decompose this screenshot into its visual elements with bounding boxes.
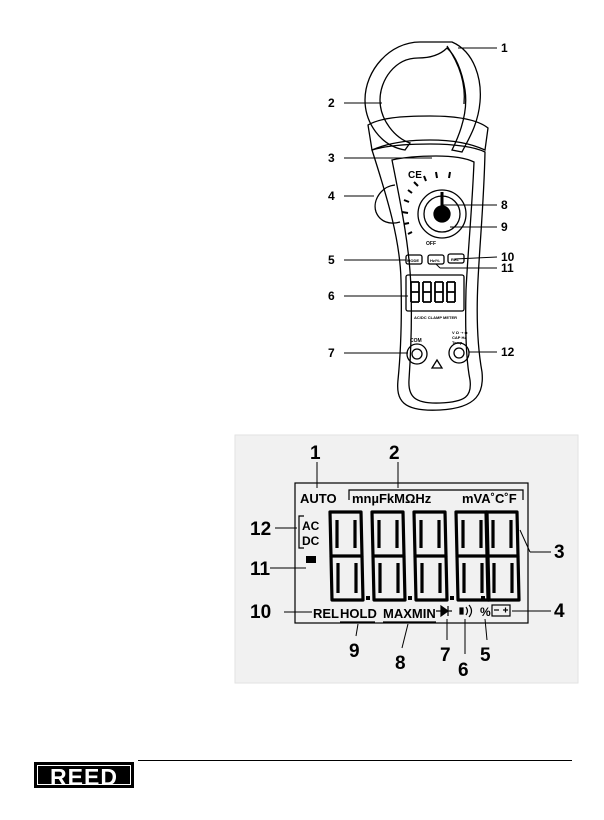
- lcd-rel-label: REL: [313, 606, 339, 621]
- footer-rule: [138, 760, 572, 761]
- clamp-jaw: [365, 42, 480, 152]
- lcd-callout-6: 6: [458, 660, 469, 681]
- hz-button-label: Hz/%: [430, 258, 440, 263]
- lcd-callout-8: 8: [395, 653, 406, 674]
- lcd-callout-9: 9: [349, 641, 360, 662]
- input-jack[interactable]: [449, 343, 469, 363]
- jaw-trigger: [375, 185, 400, 223]
- clamp-callout-1: 1: [501, 41, 508, 55]
- clamp-callout-12: 12: [501, 345, 515, 359]
- clamp-callout-8: 8: [501, 198, 508, 212]
- lcd-callout-2: 2: [389, 443, 400, 464]
- lcd-callout-5: 5: [480, 645, 491, 666]
- clamp-callout-6: 6: [328, 289, 335, 303]
- lcd-dc-label: DC: [302, 534, 320, 548]
- reed-logo: REED: [34, 762, 134, 788]
- model-label: AC/DC CLAMP METER: [414, 315, 457, 320]
- clamp-callout-4: 4: [328, 189, 335, 203]
- lcd-callout-3: 3: [554, 542, 565, 563]
- lcd-diagram: AUTO mnµFkMΩHz mVA˚C˚F AC DC REL HOLD MA…: [235, 435, 578, 683]
- com-label: COM: [410, 338, 422, 344]
- ce-mark: CE: [408, 170, 422, 181]
- clamp-callout-3: 3: [328, 151, 335, 165]
- lcd-percent-label: %: [480, 605, 491, 619]
- clamp-meter-illustration: [344, 42, 497, 410]
- mode-button-label: MODE: [407, 258, 419, 263]
- lcd-units: mVA˚C˚F: [462, 491, 517, 506]
- hold-button-label: HOLD: [434, 213, 445, 218]
- lcd-callout-7: 7: [440, 645, 451, 666]
- clamp-callout-11: 11: [501, 261, 514, 275]
- lcd-callout-4: 4: [554, 601, 565, 622]
- clamp-callout-2: 2: [328, 96, 335, 110]
- lcd-hold-label: HOLD: [340, 606, 377, 621]
- lcd-panel: [235, 435, 578, 683]
- lcd-ac-label: AC: [302, 519, 320, 533]
- lcd-auto-label: AUTO: [300, 491, 337, 506]
- rel-button-label: REL: [451, 257, 460, 262]
- negative-sign: [306, 556, 316, 563]
- lcd-maxmin-label: MAXMIN: [383, 606, 436, 621]
- lcd-callout-1: 1: [310, 443, 321, 464]
- clamp-callout-9: 9: [501, 220, 508, 234]
- lcd-callout-10: 10: [250, 602, 271, 623]
- clamp-callout-5: 5: [328, 253, 335, 267]
- lcd-callout-11: 11: [250, 559, 271, 580]
- clamp-callout-7: 7: [328, 346, 335, 360]
- lcd-callout-12: 12: [250, 519, 271, 540]
- lcd-prefix-units: mnµFkMΩHz: [352, 491, 432, 506]
- off-label: OFF: [426, 241, 436, 247]
- input-label-temp: Temp: [452, 340, 463, 345]
